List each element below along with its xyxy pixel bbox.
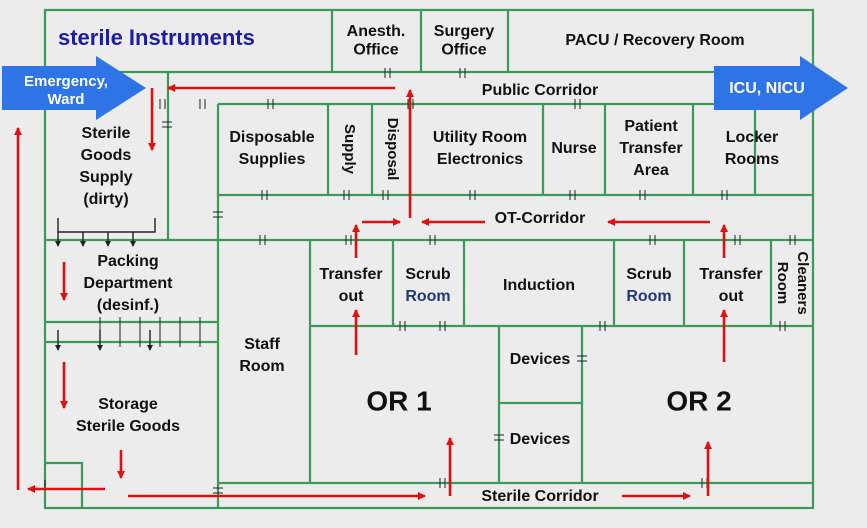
scrub-1-room-label: Room xyxy=(405,288,450,305)
scrub-2-room-label: Room xyxy=(626,288,671,305)
nurse-label: Nurse xyxy=(551,140,596,157)
ot-corridor-label: OT-Corridor xyxy=(495,210,586,227)
pacu-label: PACU / Recovery Room xyxy=(565,32,744,49)
entrance-left-label: Emergency,Ward xyxy=(24,73,108,108)
outer-wall xyxy=(43,8,815,510)
supply-label: Supply xyxy=(341,124,358,175)
devices-1-label: Devices xyxy=(510,351,571,368)
conveyor-marks xyxy=(55,218,156,351)
devices-2-label: Devices xyxy=(510,431,571,448)
cleaners-room-label: CleanersRoom xyxy=(774,251,811,314)
disposal-label: Disposal xyxy=(384,118,401,181)
anesth-office-label: Anesth.Office xyxy=(347,23,406,59)
or1-label: OR 1 xyxy=(366,385,431,416)
walls xyxy=(43,8,815,510)
or2-label: OR 2 xyxy=(666,385,731,416)
induction-label: Induction xyxy=(503,277,575,294)
flow-arrows xyxy=(14,84,728,500)
scrub-1-label: Scrub xyxy=(405,266,451,283)
public-corridor-label: Public Corridor xyxy=(482,82,598,99)
entrance-arrow-left xyxy=(2,56,146,120)
sterile-corridor-label: Sterile Corridor xyxy=(481,488,598,505)
diagram-title: sterile Instruments xyxy=(58,25,255,50)
scrub-2-label: Scrub xyxy=(626,266,672,283)
entrance-right-label: ICU, NICU xyxy=(729,80,805,97)
entrance-arrow-right xyxy=(714,56,848,120)
